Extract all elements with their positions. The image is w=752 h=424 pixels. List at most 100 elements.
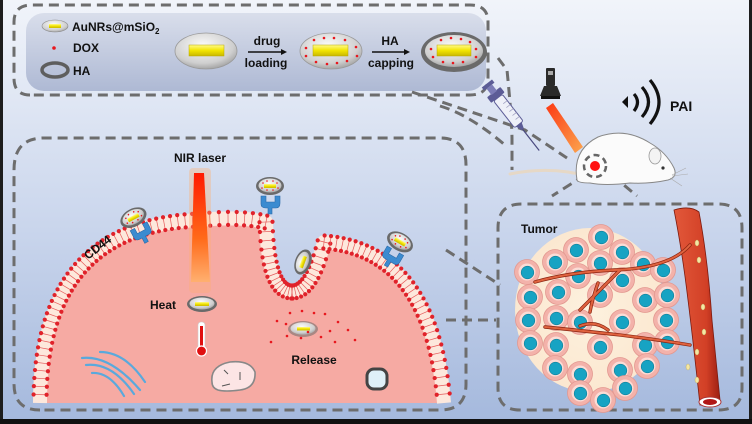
lipid-head — [48, 355, 52, 359]
synthesis-panel: AuNRs@mSiO2 DOX HA drug loading — [14, 5, 488, 95]
lipid-head — [33, 368, 37, 372]
tumor-cell — [635, 354, 660, 379]
lipid-head — [415, 285, 419, 289]
lipid-head — [403, 271, 407, 275]
lipid-head — [94, 259, 98, 263]
lipid-head — [407, 275, 411, 279]
lipid-head — [427, 308, 431, 312]
lipid-head — [168, 214, 172, 218]
gold-rod-icon — [313, 45, 348, 56]
lipid-head — [249, 224, 253, 228]
lipid-head — [256, 225, 260, 229]
lipid-head — [354, 239, 358, 243]
step1-top-label: drug — [254, 34, 281, 48]
lipid-head — [147, 218, 151, 222]
bound-nanoparticle — [256, 177, 284, 195]
lipid-head — [57, 315, 61, 319]
dox-dot-icon — [52, 46, 56, 50]
lipid-head — [37, 338, 41, 342]
lipid-head — [316, 276, 320, 280]
lipid-head — [77, 257, 81, 261]
lipid-head — [302, 274, 306, 278]
lipid-head — [348, 237, 352, 241]
lipid-head — [444, 366, 448, 370]
tumor-cell — [613, 376, 638, 401]
tumor-cell — [588, 335, 613, 360]
lipid-head — [299, 294, 303, 298]
lipid-head — [277, 292, 281, 296]
lipid-head — [407, 298, 411, 302]
legend-label-aunrs: AuNRs@mSiO2 — [72, 20, 160, 36]
lipid-head — [62, 277, 66, 281]
lipid-head — [161, 215, 165, 219]
lipid-head — [50, 341, 54, 345]
gold-rod-icon — [189, 45, 224, 56]
tumor-cell — [516, 308, 541, 333]
lipid-head — [65, 271, 69, 275]
lipid-head — [45, 377, 49, 381]
lipid-head — [73, 262, 77, 266]
lipid-head — [53, 328, 57, 332]
lipid-head — [34, 360, 38, 364]
lipid-head — [428, 353, 432, 357]
lipid-head — [370, 246, 374, 250]
lipid-head — [335, 235, 339, 239]
step2-bottom-label: capping — [368, 56, 414, 70]
lipid-head — [263, 226, 267, 230]
lipid-head — [314, 246, 318, 250]
step2-top-label: HA — [381, 34, 399, 48]
lipid-head — [321, 246, 325, 250]
lipid-head — [99, 255, 103, 259]
lipid-head — [108, 249, 112, 253]
lipid-head — [112, 246, 116, 250]
lipid-head — [41, 324, 45, 328]
lipid-head — [184, 225, 188, 229]
lipid-head — [431, 368, 435, 372]
lipid-head — [260, 255, 264, 259]
lipid-head — [313, 281, 317, 285]
lipid-head — [69, 267, 73, 271]
lipid-head — [418, 291, 422, 295]
lipid-head — [437, 335, 441, 339]
lipid-head — [390, 276, 394, 280]
lipid-head — [401, 288, 405, 292]
lipid-head — [427, 346, 431, 350]
lipid-head — [274, 260, 278, 264]
lipid-head — [90, 263, 94, 267]
lipid-head — [111, 232, 115, 236]
lipid-head — [59, 310, 63, 314]
lipid-head — [175, 213, 179, 217]
tumor-cell — [589, 225, 614, 250]
ha-capped-nanoparticle — [421, 32, 487, 72]
lipid-head — [273, 288, 277, 292]
lipid-head — [46, 369, 50, 373]
lipid-head — [310, 285, 314, 289]
lipid-head — [226, 210, 230, 214]
tumor-cell — [543, 356, 568, 381]
lipid-head — [62, 304, 66, 308]
lipid-head — [281, 294, 285, 298]
lipid-head — [32, 376, 36, 380]
lipid-head — [73, 284, 77, 288]
lipid-head — [268, 280, 272, 284]
lipid-head — [319, 270, 323, 274]
gold-rod-icon — [49, 24, 61, 28]
step1-bottom-label: loading — [245, 56, 288, 70]
release-label: Release — [291, 353, 337, 367]
lipid-head — [217, 210, 221, 214]
lipid-head — [36, 345, 40, 349]
lipid-head — [291, 296, 295, 300]
lipid-head — [329, 234, 333, 238]
lipid-head — [157, 229, 161, 233]
lipid-head — [435, 393, 439, 397]
lipid-head — [128, 238, 132, 242]
lipid-head — [55, 321, 59, 325]
lipid-head — [441, 350, 445, 354]
lipid-head — [259, 247, 263, 251]
lipid-head — [271, 229, 275, 233]
lipid-head — [270, 284, 274, 288]
tumor-cell — [591, 388, 616, 413]
lipid-head — [217, 223, 221, 227]
lipid-head — [433, 321, 437, 325]
lipid-head — [67, 293, 71, 297]
